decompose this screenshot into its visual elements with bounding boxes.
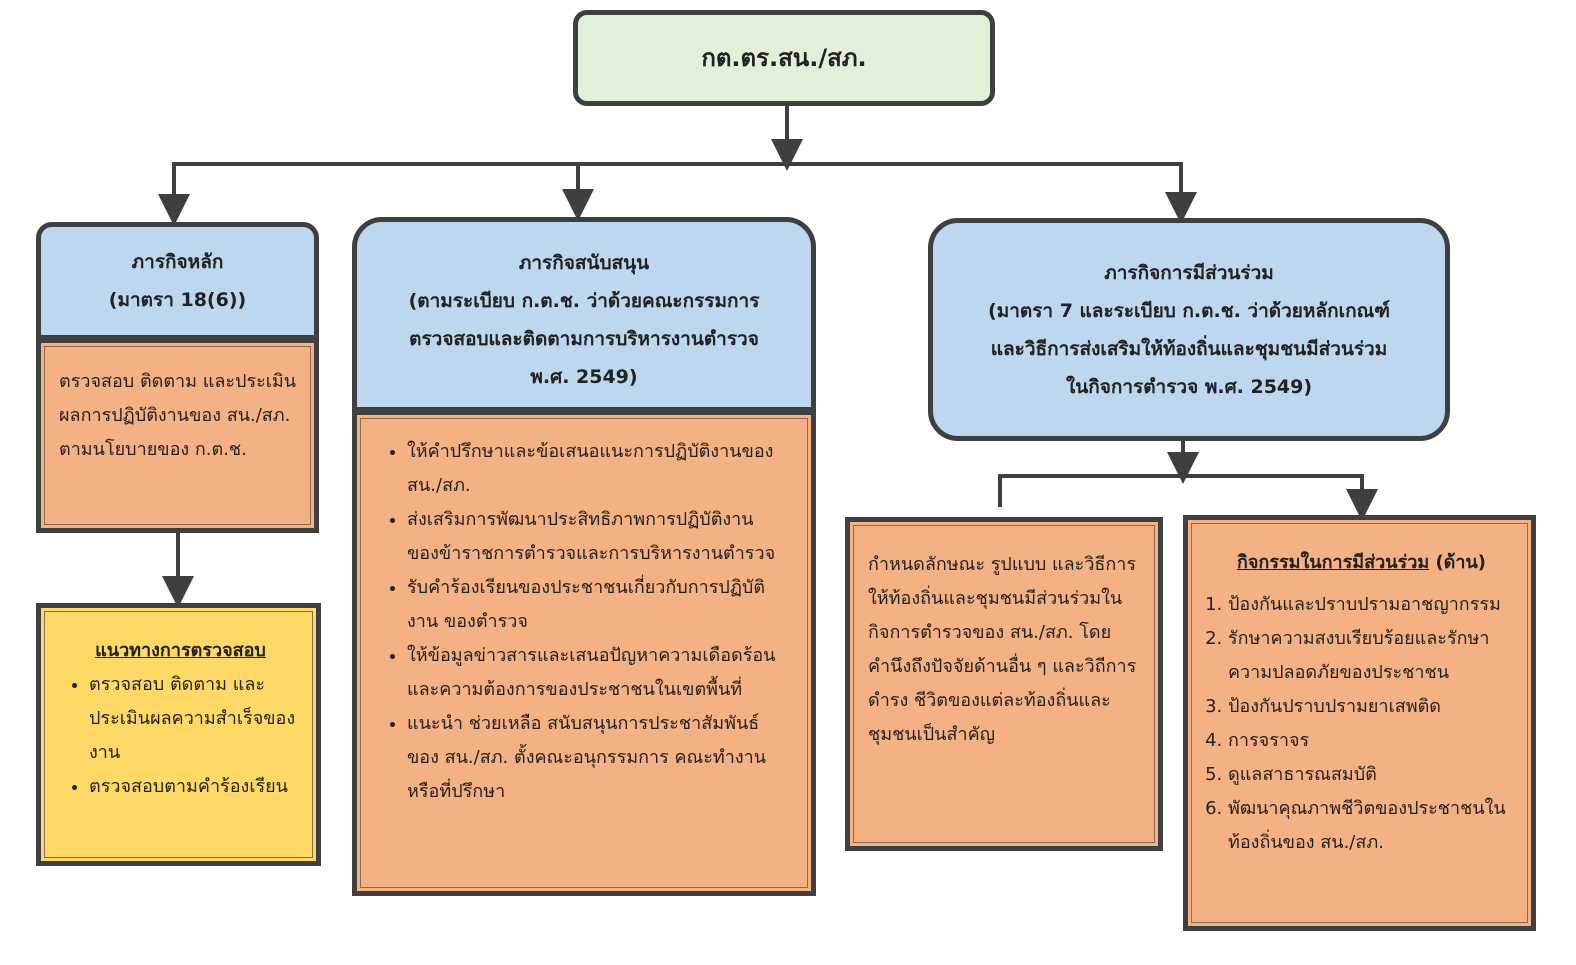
guideline-item: ตรวจสอบตามคำร้องเรียน xyxy=(89,770,300,804)
main-mission-title: ภารกิจหลัก xyxy=(131,251,224,273)
main-mission-text: ตรวจสอบ ติดตาม และประเมินผลการปฏิบัติงาน… xyxy=(59,371,297,460)
main-mission-subtitle: (มาตรา 18(6)) xyxy=(108,289,247,311)
activity-item: ดูแลสาธารณสมบัติ xyxy=(1228,758,1517,792)
main-mission-body: ตรวจสอบ ติดตาม และประเมินผลการปฏิบัติงาน… xyxy=(36,338,319,533)
activity-item: รักษาความสงบเรียบร้อยและรักษาความปลอดภัย… xyxy=(1228,622,1517,690)
support-item: แนะนำ ช่วยเหลือ สนับสนุนการประชาสัมพันธ์… xyxy=(407,707,781,809)
guideline-box: แนวทางการตรวจสอบ ตรวจสอบ ติดตาม และประเม… xyxy=(36,603,321,866)
guideline-title: แนวทางการตรวจสอบ xyxy=(95,640,266,661)
activities-title-suffix: (ด้าน) xyxy=(1429,552,1487,573)
main-mission-header: ภารกิจหลัก (มาตรา 18(6)) xyxy=(36,222,319,340)
support-item: ให้ข้อมูลข่าวสารและเสนอปัญหาความเดือดร้อ… xyxy=(407,639,781,707)
participation-criteria-text: กำหนดลักษณะ รูปแบบ และวิธีการให้ท้องถิ่น… xyxy=(868,554,1137,745)
participation-mission-subtitle: และวิธีการส่งเสริมให้ท้องถิ่นและชุมชนมีส… xyxy=(990,337,1388,360)
top-title: กต.ตร.สน./สภ. xyxy=(701,44,867,72)
activities-title: กิจกรรมในการมีส่วนร่วม xyxy=(1236,552,1430,573)
support-item: ให้คำปรึกษาและข้อเสนอแนะการปฏิบัติงานของ… xyxy=(407,435,781,503)
activity-item: ป้องกันและปราบปรามอาชญากรรม xyxy=(1228,588,1517,622)
participation-mission-subtitle: (มาตรา 7 และระเบียบ ก.ต.ช. ว่าด้วยหลักเก… xyxy=(988,299,1390,322)
support-mission-header: ภารกิจสนับสนุน (ตามระเบียบ ก.ต.ช. ว่าด้ว… xyxy=(352,217,816,412)
participation-mission-header: ภารกิจการมีส่วนร่วม (มาตรา 7 และระเบียบ … xyxy=(928,218,1450,441)
activity-item: ป้องกันปราบปรามยาเสพติด xyxy=(1228,690,1517,724)
guideline-item: ตรวจสอบ ติดตาม และประเมินผลความสำเร็จของ… xyxy=(89,668,300,770)
support-mission-subtitle: พ.ศ. 2549) xyxy=(530,365,638,388)
support-mission-body: ให้คำปรึกษาและข้อเสนอแนะการปฏิบัติงานของ… xyxy=(352,410,816,896)
activity-item: พัฒนาคุณภาพชีวิตของประชาชนในท้องถิ่นของ … xyxy=(1228,792,1517,860)
support-mission-title: ภารกิจสนับสนุน xyxy=(518,251,650,274)
participation-criteria-box: กำหนดลักษณะ รูปแบบ และวิธีการให้ท้องถิ่น… xyxy=(845,517,1163,851)
support-mission-subtitle: ตรวจสอบและติดตามการบริหารงานตำรวจ xyxy=(409,327,759,350)
top-node: กต.ตร.สน./สภ. xyxy=(573,10,995,106)
participation-mission-subtitle: ในกิจการตำรวจ พ.ศ. 2549) xyxy=(1065,375,1313,398)
support-item: ส่งเสริมการพัฒนาประสิทธิภาพการปฏิบัติงาน… xyxy=(407,503,781,571)
support-item: รับคำร้องเรียนของประชาชนเกี่ยวกับการปฏิบ… xyxy=(407,571,781,639)
participation-activities-box: กิจกรรมในการมีส่วนร่วม (ด้าน) ป้องกันและ… xyxy=(1183,515,1536,931)
activity-item: การจราจร xyxy=(1228,724,1517,758)
participation-mission-title: ภารกิจการมีส่วนร่วม xyxy=(1104,261,1274,284)
support-mission-subtitle: (ตามระเบียบ ก.ต.ช. ว่าด้วยคณะกรรมการ xyxy=(408,289,760,312)
